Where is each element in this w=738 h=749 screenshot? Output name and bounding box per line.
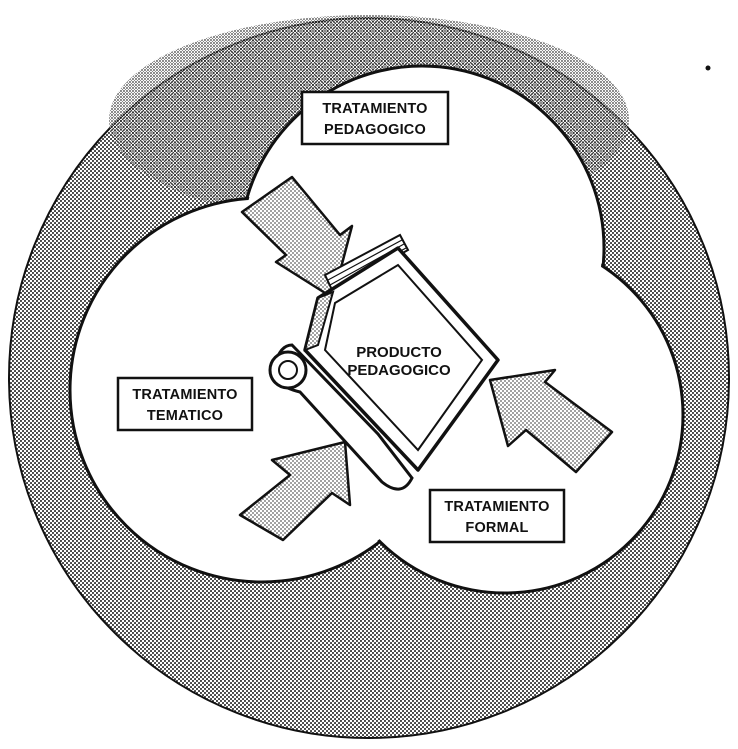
label-tematico-line2: TEMATICO [147, 408, 223, 424]
book-icon [268, 233, 500, 491]
label-formal-line1: TRATAMIENTO [444, 499, 549, 515]
label-formal: TRATAMIENTO FORMAL [428, 488, 566, 544]
label-pedagogico-line1: TRATAMIENTO [322, 101, 427, 117]
label-pedagogico-line2: PEDAGOGICO [324, 122, 426, 138]
arrow-formal [488, 368, 614, 474]
label-formal-line2: FORMAL [465, 520, 528, 536]
center-label: PRODUCTO PEDAGOGICO [347, 344, 451, 379]
label-pedagogico: TRATAMIENTO PEDAGOGICO [300, 90, 450, 146]
center-label-line2: PEDAGOGICO [347, 362, 451, 379]
label-tematico: TRATAMIENTO TEMATICO [116, 376, 254, 432]
label-tematico-line1: TRATAMIENTO [132, 387, 237, 403]
center-label-line1: PRODUCTO [356, 344, 442, 361]
arrow-pedagogico [240, 175, 354, 300]
arrow-tematico [238, 440, 352, 542]
print-speck [705, 65, 711, 71]
